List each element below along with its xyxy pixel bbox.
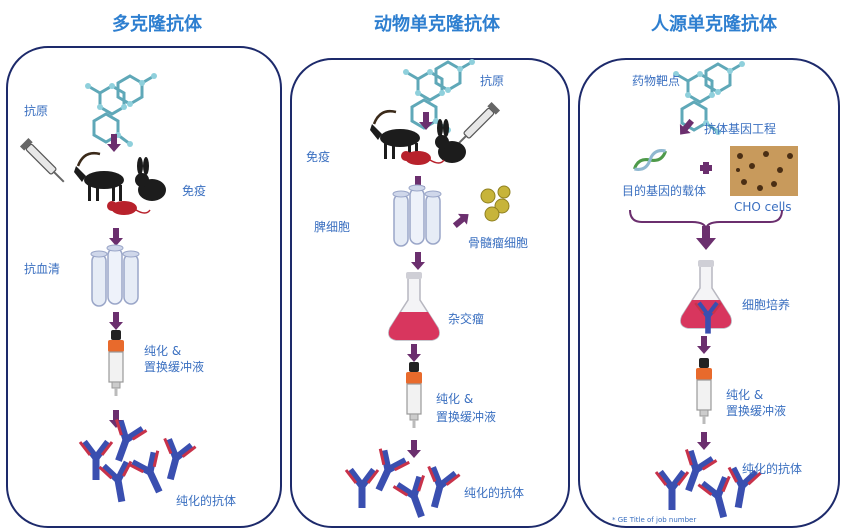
panel-animal-monoclonal <box>290 58 570 528</box>
label-antigen: 抗原 <box>480 74 505 88</box>
footnote: * GE Title of job number <box>612 516 697 524</box>
label-purified-antibody: 纯化的抗体 <box>464 486 525 500</box>
label-target-gene-vector: 目的基因的载体 <box>622 184 707 198</box>
label-cell-culture: 细胞培养 <box>742 298 791 312</box>
title-animal-monoclonal: 动物单克隆抗体 <box>374 14 500 35</box>
label-immunize: 免疫 <box>306 150 331 164</box>
label-antigen: 抗原 <box>24 104 49 118</box>
label-drug-target: 药物靶点 <box>632 74 681 88</box>
panel-polyclonal <box>6 46 282 528</box>
label-purify-line1: 纯化 & <box>144 344 182 358</box>
label-purify-line1: 纯化 & <box>436 392 474 406</box>
label-hybridoma: 杂交瘤 <box>448 312 485 326</box>
label-spleen-cells: 脾细胞 <box>314 220 351 234</box>
label-purify-line1: 纯化 & <box>726 388 764 402</box>
panel-human-monoclonal <box>578 58 840 528</box>
label-cho-cells: CHO cells <box>734 200 792 214</box>
label-antiserum: 抗血清 <box>24 262 61 276</box>
label-purify-line2: 置换缓冲液 <box>436 410 497 424</box>
label-purify-line2: 置换缓冲液 <box>726 404 787 418</box>
label-immunize: 免疫 <box>182 184 207 198</box>
title-human-monoclonal: 人源单克隆抗体 <box>651 14 777 35</box>
label-myeloma-cells: 骨髓瘤细胞 <box>468 236 529 250</box>
label-antibody-engineering: 抗体基因工程 <box>704 122 777 136</box>
label-purify-line2: 置换缓冲液 <box>144 360 205 374</box>
label-purified-antibody: 纯化的抗体 <box>176 494 237 508</box>
label-purified-antibody: 纯化的抗体 <box>742 462 803 476</box>
title-polyclonal: 多克隆抗体 <box>112 14 202 35</box>
